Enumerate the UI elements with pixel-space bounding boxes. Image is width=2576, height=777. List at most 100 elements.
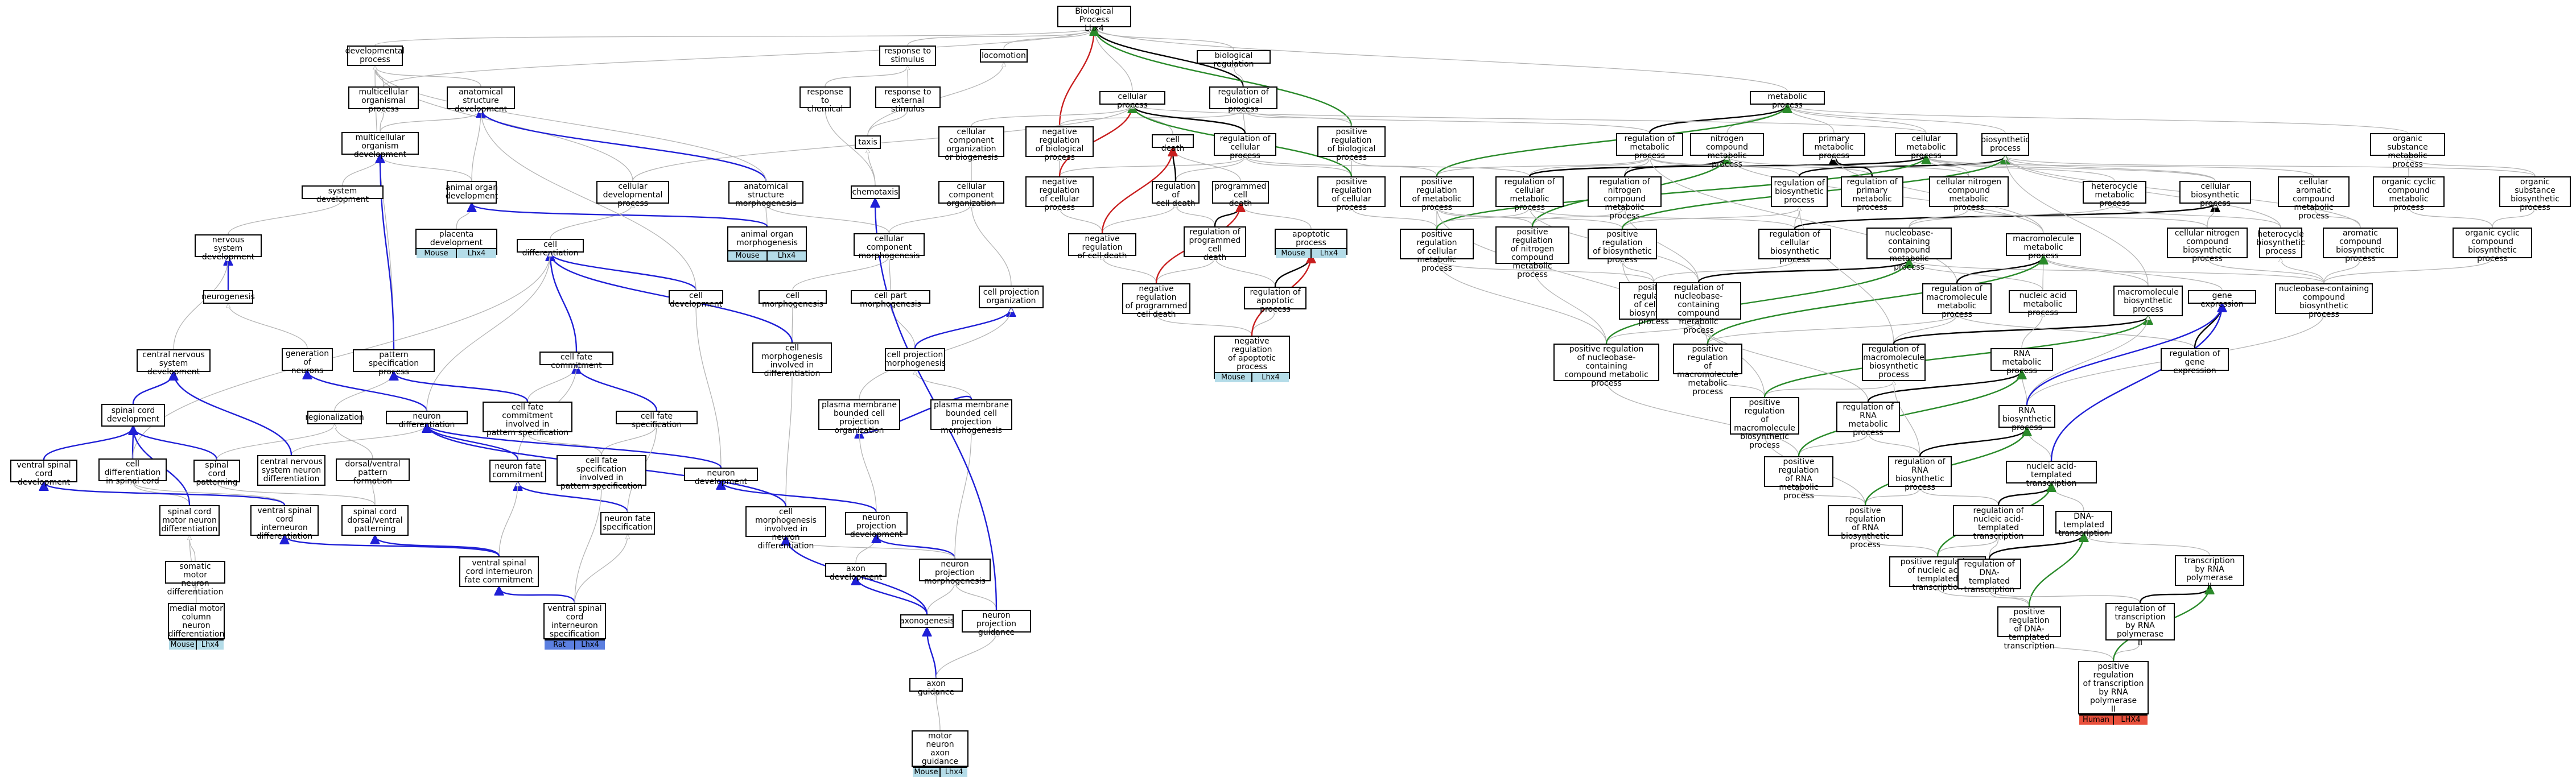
go-term-node[interactable]: gene expression (2188, 290, 2256, 309)
go-term-node[interactable]: cell fate specification involved in patt… (557, 455, 646, 491)
go-term-node[interactable]: neuron projection morphogenesis (919, 559, 991, 586)
go-term-node[interactable]: regulation of DNA-templated transcriptio… (1957, 559, 2021, 594)
go-term-node[interactable]: Biological Process Lhx4 (1057, 6, 1131, 33)
go-term-node[interactable]: spinal cord development (101, 404, 165, 427)
go-term-node[interactable]: negative regulation of programmed cell d… (1122, 283, 1190, 319)
go-term-node[interactable]: regulation of transcription by RNA polym… (2105, 603, 2175, 647)
go-term-node[interactable]: regulation of biological process (1209, 86, 1277, 114)
go-term-node[interactable]: cell morphogenesis involved in neuron di… (745, 506, 826, 551)
go-term-node[interactable]: aromatic compound biosynthetic process (2323, 228, 2398, 263)
go-term-node[interactable]: macromolecule biosynthetic process (2113, 286, 2183, 316)
go-term-node[interactable]: cell projection organization (979, 286, 1044, 308)
go-term-node[interactable]: spinal cord motor neuron differentiation (159, 505, 220, 536)
go-term-node[interactable]: cell morphogenesis (759, 290, 827, 309)
go-term-node[interactable]: cellular developmental process (596, 181, 669, 208)
go-term-node[interactable]: neuron projection guidance (962, 610, 1031, 637)
go-term-node[interactable]: spinal cord dorsal/ventral patterning (341, 505, 409, 536)
go-term-node[interactable]: nervous system development (195, 234, 262, 262)
go-term-node[interactable]: cellular nitrogen compound biosynthetic … (2167, 228, 2248, 263)
go-term-node[interactable]: positive regulation of biological proces… (1317, 126, 1386, 162)
go-term-node[interactable]: central nervous system neuron differenti… (257, 455, 325, 486)
go-term-node[interactable]: developmental process (345, 46, 405, 66)
go-term-node[interactable]: heterocycle metabolic process (2083, 181, 2146, 208)
go-term-node[interactable]: regulation of RNA biosynthetic process (1888, 456, 1952, 492)
go-term-node[interactable]: negative regulation of biological proces… (1025, 126, 1094, 162)
go-term-node[interactable]: regulation of macromolecule metabolic pr… (1922, 283, 1992, 319)
go-term-node[interactable]: neuron fate commitment (489, 460, 546, 482)
go-term-node[interactable]: multicellular organismal process (348, 86, 419, 114)
go-term-node[interactable]: dorsal/ventral pattern formation (336, 458, 410, 486)
go-term-node[interactable]: nucleobase-containing compound biosynthe… (2275, 283, 2373, 319)
go-term-node[interactable]: ventral spinal cord interneuron differen… (250, 505, 319, 541)
go-term-node[interactable]: positive regulation of metabolic process (1400, 176, 1474, 212)
go-term-node[interactable]: regulation of cellular biosynthetic proc… (1758, 229, 1831, 264)
go-term-node[interactable]: cellular biosynthetic process (2179, 181, 2251, 208)
go-term-node[interactable]: cell differentiation (517, 239, 584, 258)
go-term-node[interactable]: multicellular organism development (341, 132, 419, 159)
go-term-node[interactable]: regulation of cellular metabolic process (1495, 176, 1564, 212)
go-term-node[interactable]: negative regulation of apoptotic process… (1214, 336, 1290, 382)
go-term-node[interactable]: regulation of cell death (1152, 181, 1200, 208)
go-term-node[interactable]: cell morphogenesis involved in different… (752, 342, 832, 378)
go-term-node[interactable]: regulation of gene expression (2161, 348, 2229, 375)
go-term-node[interactable]: positive regulation of macromolecule met… (1673, 344, 1742, 396)
go-term-node[interactable]: biological regulation (1197, 50, 1271, 69)
go-term-node[interactable]: positive regulation of nitrogen compound… (1495, 226, 1569, 279)
go-term-node[interactable]: metabolic process (1750, 91, 1825, 110)
go-term-node[interactable]: positive regulation of cellular metaboli… (1400, 229, 1474, 273)
go-term-node[interactable]: organic cyclic compound metabolic proces… (2373, 176, 2445, 212)
go-term-node[interactable]: cellular nitrogen compound metabolic pro… (1929, 176, 2009, 212)
go-term-node[interactable]: organic cyclic compound biosynthetic pro… (2453, 228, 2532, 263)
go-term-node[interactable]: positive regulation of macromolecule bio… (1730, 397, 1799, 450)
go-term-node[interactable]: central nervous system development (137, 349, 211, 377)
go-term-node[interactable]: biosynthetic process (1981, 133, 2030, 156)
go-term-node[interactable]: chemotaxis (851, 185, 900, 199)
go-term-node[interactable]: positive regulation of RNA metabolic pro… (1764, 456, 1833, 501)
go-term-node[interactable]: regulation of nucleic acid-templated tra… (1953, 505, 2044, 541)
go-term-node[interactable]: heterocycle biosynthetic process (2256, 228, 2305, 258)
go-term-node[interactable]: plasma membrane bounded cell projection … (818, 399, 900, 435)
go-term-node[interactable]: regulation of cellular process (1214, 133, 1276, 160)
go-term-node[interactable]: neuron development (684, 468, 758, 486)
go-term-node[interactable]: neuron projection development (845, 512, 908, 539)
go-term-node[interactable]: neurogenesis (201, 290, 255, 304)
go-term-node[interactable]: regulation of programmed cell death (1184, 226, 1246, 262)
go-term-node[interactable]: generation of neurons (282, 348, 333, 375)
go-term-node[interactable]: positive regulation of nucleobase-contai… (1553, 344, 1659, 388)
go-term-node[interactable]: primary metabolic process (1803, 133, 1865, 160)
go-term-node[interactable]: programmed cell death (1212, 181, 1269, 208)
go-term-node[interactable]: response to chemical (799, 86, 851, 114)
go-term-node[interactable]: transcription by RNA polymerase II (2175, 555, 2244, 591)
go-term-node[interactable]: cell fate commitment involved in pattern… (483, 402, 572, 437)
go-term-node[interactable]: DNA-templated transcription (2055, 511, 2112, 538)
go-term-node[interactable]: cellular component organization or bioge… (938, 126, 1004, 162)
go-term-node[interactable]: regulation of biosynthetic process (1771, 176, 1828, 207)
go-term-node[interactable]: positive regulation of biosynthetic proc… (1588, 229, 1657, 264)
go-term-node[interactable]: RNA metabolic process (1990, 348, 2053, 375)
go-term-node[interactable]: cellular process (1099, 91, 1165, 110)
go-term-node[interactable]: anatomical structure development (447, 86, 515, 114)
go-term-node[interactable]: spinal cord patterning (193, 460, 240, 487)
go-term-node[interactable]: cell death (1152, 134, 1194, 153)
go-term-node[interactable]: regulation of RNA metabolic process (1836, 402, 1900, 437)
go-term-node[interactable]: RNA biosynthetic process (1998, 405, 2055, 432)
go-term-node[interactable]: neuron differentiation (386, 411, 468, 429)
go-term-node[interactable]: nucleic acid metabolic process (2009, 290, 2077, 317)
go-term-node[interactable]: axon development (825, 563, 887, 582)
go-term-node[interactable]: neuron fate specification (600, 512, 655, 535)
go-term-node[interactable]: cell differentiation in spinal cord (98, 458, 167, 486)
go-term-node[interactable]: ventral spinal cord interneuron fate com… (459, 556, 539, 587)
go-term-node[interactable]: regulation of nitrogen compound metaboli… (1588, 176, 1662, 221)
go-term-node[interactable]: axon guidance (909, 678, 963, 697)
go-term-node[interactable]: positive regulation of transcription by … (2078, 661, 2149, 725)
go-term-node[interactable]: response to external stimulus (875, 86, 941, 114)
go-term-node[interactable]: cell development (669, 290, 723, 309)
go-term-node[interactable]: response to stimulus (879, 46, 936, 66)
go-term-node[interactable]: negative regulation of cell death (1068, 233, 1136, 261)
go-term-node[interactable]: cell fate commitment (539, 352, 613, 370)
go-term-node[interactable]: nucleobase-containing compound metabolic… (1866, 228, 1952, 272)
go-term-node[interactable]: regulation of metabolic process (1616, 133, 1683, 160)
go-term-node[interactable]: taxis (855, 135, 881, 149)
